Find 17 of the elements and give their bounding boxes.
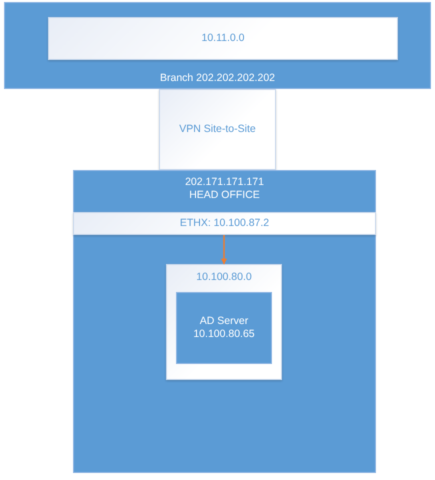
node-label: AD Server xyxy=(200,315,248,328)
subnet-box xyxy=(48,17,398,60)
node-label: ETHX: 10.100.87.2 xyxy=(180,217,270,230)
arrow xyxy=(221,235,227,265)
subnet-box xyxy=(159,89,276,170)
node-label: HEAD OFFICE xyxy=(189,189,260,202)
node-label: 10.100.80.65 xyxy=(193,328,255,341)
network-box xyxy=(73,170,376,473)
network-box xyxy=(176,292,272,364)
network-box xyxy=(4,2,431,89)
node-label: 202.171.171.171 xyxy=(185,176,264,189)
node-label: VPN Site-to-Site xyxy=(179,123,256,136)
subnet-box xyxy=(73,212,376,235)
node-label: Branch 202.202.202.202 xyxy=(160,72,275,85)
node-label: 10.100.80.0 xyxy=(196,271,252,284)
node-label: 10.11.0.0 xyxy=(201,32,244,45)
subnet-box xyxy=(166,264,282,380)
